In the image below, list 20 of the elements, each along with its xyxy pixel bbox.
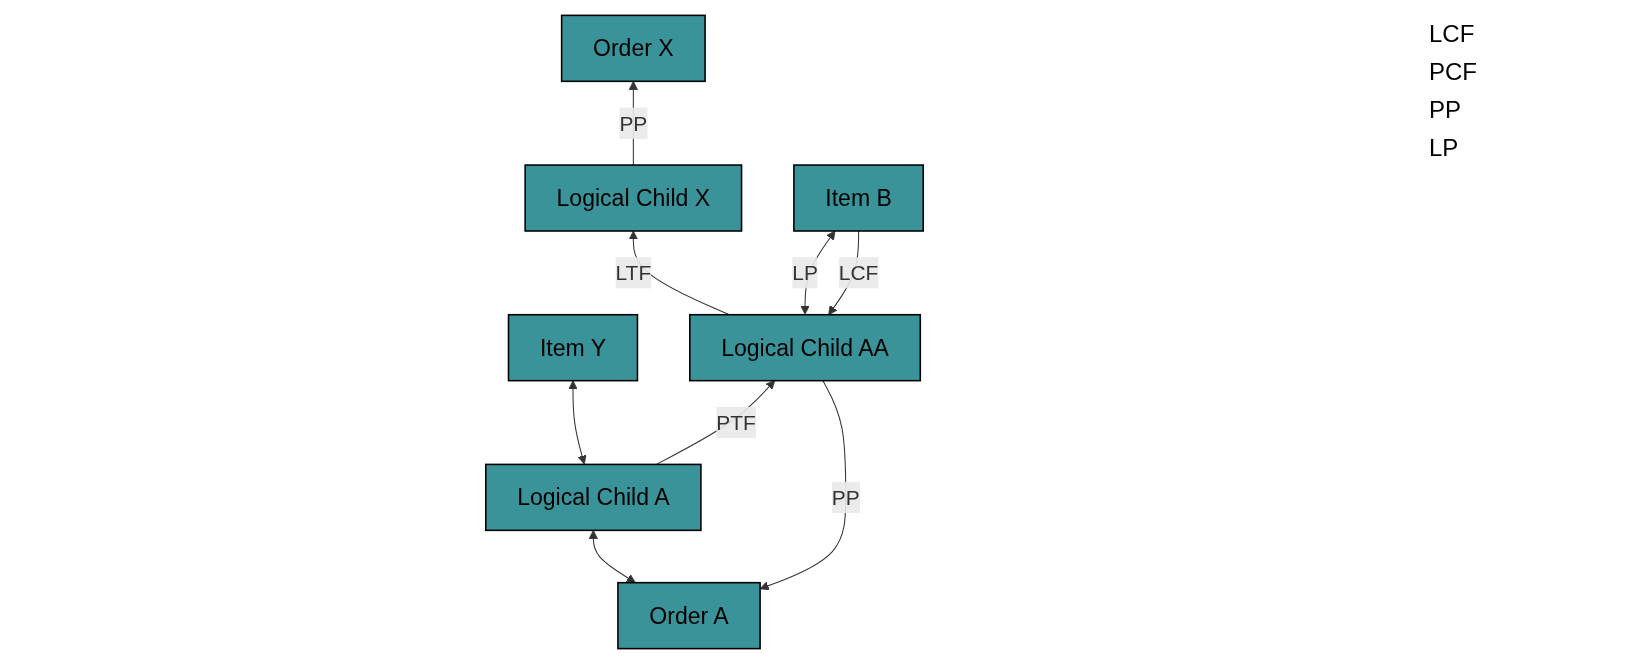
edge-label: LCF <box>838 260 879 284</box>
edge-label: PTF <box>716 410 756 434</box>
edge-label: PP <box>831 485 860 509</box>
edge-label: LP <box>792 260 818 284</box>
node-box <box>617 581 761 649</box>
pointer-label: PCF <box>1429 58 1478 86</box>
pointer-label: LP <box>1429 134 1460 162</box>
edge-label: LTF <box>615 260 652 284</box>
node-box <box>524 163 743 232</box>
pointer-label: PP <box>1429 96 1462 124</box>
diagram: PP LTF LP LCF PTF PP Order X Logical Child X Item B Item Y Logical Child AA Logical Child A Order A <box>0 6 1409 657</box>
arrow <box>588 529 636 583</box>
arrow <box>568 379 587 464</box>
edge-label: PP <box>619 111 648 135</box>
node-box <box>507 313 639 381</box>
node-box <box>560 14 706 82</box>
pointer-label: LCF <box>1429 20 1476 48</box>
node-box <box>689 313 922 381</box>
node-box <box>793 163 925 232</box>
node-box <box>484 463 702 531</box>
